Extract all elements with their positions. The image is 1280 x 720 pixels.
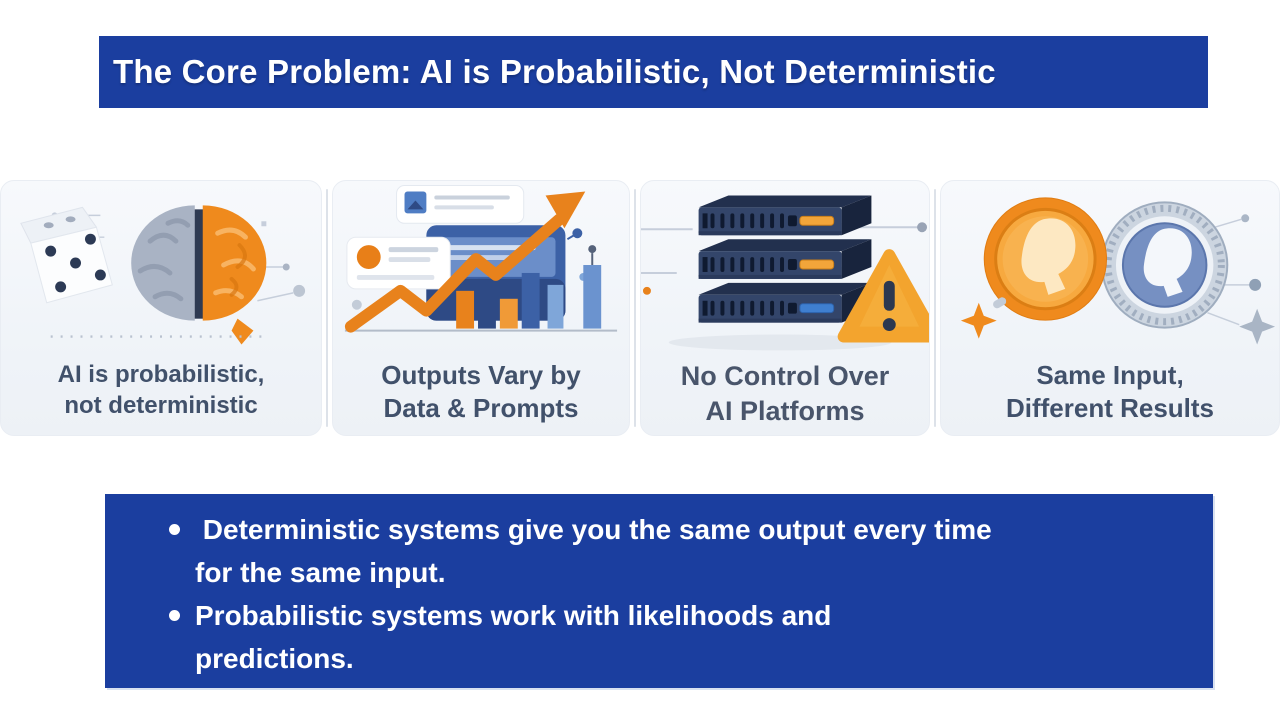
caption-line: Different Results: [1005, 393, 1215, 423]
panel-strip: AI is probabilistic, not deterministic: [0, 180, 1280, 436]
bullet-list: Deterministic systems give you the same …: [163, 508, 1183, 680]
key-points-box: Deterministic systems give you the same …: [105, 494, 1213, 688]
caption-line: Outputs Vary by: [381, 360, 581, 390]
panel-same-input: Same Input, Different Results: [934, 180, 1280, 436]
dice-and-brain-icon: [1, 181, 321, 353]
panel-caption: Outputs Vary by Data & Prompts: [381, 359, 580, 425]
bullet-line: Deterministic systems give you the same …: [195, 514, 992, 545]
bullet-item: Probabilistic systems work with likeliho…: [163, 594, 1183, 680]
title-bar: The Core Problem: AI is Probabilistic, N…: [99, 36, 1208, 108]
panel-caption: AI is probabilistic, not deterministic: [58, 359, 265, 421]
caption-line: No Control Over: [680, 361, 890, 391]
charts-rising-arrow-icon: [333, 181, 629, 353]
two-coins-icon: [941, 181, 1279, 353]
caption-line: AI Platforms: [705, 396, 865, 426]
panel-caption: No Control Over AI Platforms: [681, 359, 890, 429]
caption-line: Same Input,: [1036, 360, 1184, 390]
panel-caption: Same Input, Different Results: [1006, 359, 1214, 425]
bullet-item: Deterministic systems give you the same …: [163, 508, 1183, 594]
server-stack-warning-icon: [641, 181, 929, 353]
bullet-line: Probabilistic systems work with likeliho…: [195, 600, 832, 631]
panel-outputs-vary: Outputs Vary by Data & Prompts: [326, 180, 630, 436]
panel-ai-probabilistic: AI is probabilistic, not deterministic: [0, 180, 322, 436]
caption-line: AI is probabilistic,: [57, 361, 265, 388]
caption-line: Data & Prompts: [383, 393, 579, 423]
bullet-line: predictions.: [195, 643, 354, 674]
caption-line: not deterministic: [64, 392, 258, 419]
slide-title: The Core Problem: AI is Probabilistic, N…: [113, 53, 996, 90]
panel-no-control: No Control Over AI Platforms: [634, 180, 930, 436]
bullet-line: for the same input.: [195, 557, 446, 588]
